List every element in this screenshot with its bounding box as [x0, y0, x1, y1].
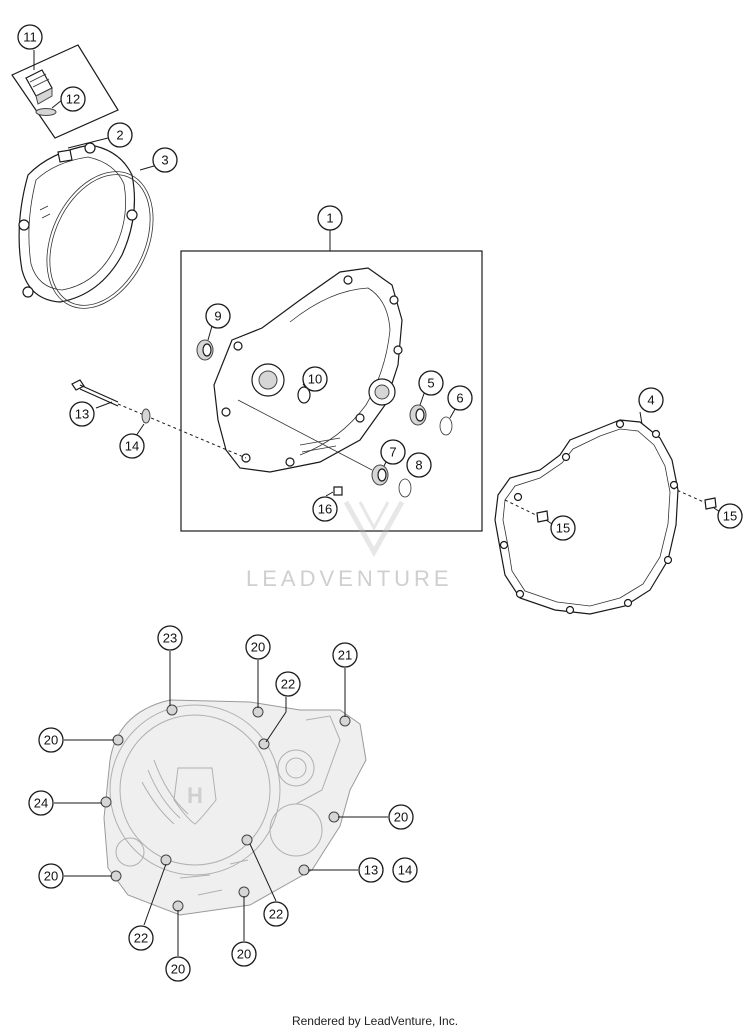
callout-c24: 24	[28, 790, 54, 816]
callout-c20e: 20	[231, 941, 257, 967]
callout-c23: 23	[157, 625, 183, 651]
watermark-text: LEADVENTURE	[246, 566, 453, 591]
callout-label: 14	[125, 439, 139, 454]
callout-label: 7	[389, 445, 396, 460]
callout-c15a: 15	[550, 515, 576, 541]
callout-c20d: 20	[38, 863, 64, 889]
callout-c14b: 14	[392, 857, 418, 883]
callout-label: 2	[116, 128, 123, 143]
assembled-clutch-cover: H	[54, 651, 388, 956]
oil-filler-cap-group	[11, 44, 119, 139]
callout-c8: 8	[406, 452, 432, 478]
callout-label: 22	[281, 677, 295, 692]
outer-cover-gasket	[46, 165, 155, 309]
callout-c9: 9	[205, 303, 231, 329]
callout-label: 20	[44, 733, 58, 748]
callout-label: 15	[723, 509, 737, 524]
callout-c20c: 20	[388, 804, 414, 830]
callout-label: 11	[23, 30, 37, 45]
callout-label: 13	[364, 863, 378, 878]
callout-c1: 1	[317, 205, 343, 231]
callout-label: 3	[161, 153, 168, 168]
callout-c21: 21	[332, 642, 358, 668]
callout-label: 20	[171, 962, 185, 977]
callout-c14a: 14	[119, 433, 145, 459]
callout-label: 9	[214, 309, 221, 324]
bolt-13-washer-14	[71, 379, 247, 459]
callout-label: 4	[647, 393, 654, 408]
callout-c4: 4	[638, 387, 664, 413]
callout-label: 16	[318, 502, 332, 517]
callout-c11: 11	[17, 24, 43, 50]
callout-c22c: 22	[263, 901, 289, 927]
callout-c7: 7	[380, 439, 406, 465]
callout-label: 23	[163, 631, 177, 646]
callout-label: 1	[326, 211, 333, 226]
callout-label: 22	[269, 907, 283, 922]
callout-c6: 6	[447, 385, 473, 411]
callout-label: 24	[34, 796, 48, 811]
callout-c2: 2	[107, 122, 133, 148]
callout-c22a: 22	[275, 671, 301, 697]
callout-c20b: 20	[38, 727, 64, 753]
callout-c20f: 20	[165, 956, 191, 982]
callout-c12: 12	[60, 86, 86, 112]
callout-label: 21	[338, 648, 352, 663]
callout-c22b: 22	[128, 925, 154, 951]
callout-c3: 3	[152, 147, 178, 173]
callout-label: 14	[398, 863, 412, 878]
callout-c5: 5	[418, 370, 444, 396]
outer-clutch-cover	[18, 137, 138, 303]
callout-label: 15	[556, 521, 570, 536]
callout-label: 20	[394, 810, 408, 825]
callout-label: 10	[308, 372, 322, 387]
callout-label: 22	[134, 931, 148, 946]
callout-label: 12	[66, 92, 80, 107]
callout-label: 8	[415, 458, 422, 473]
footer-credit: Rendered by LeadVenture, Inc.	[291, 1014, 459, 1028]
gasket-4	[494, 411, 679, 615]
callout-label: 20	[44, 869, 58, 884]
svg-text:H: H	[187, 783, 203, 808]
callout-label: 20	[251, 640, 265, 655]
dowels-15	[504, 487, 721, 525]
callout-c16: 16	[312, 496, 338, 522]
watermark-logo	[343, 500, 405, 558]
callout-c15b: 15	[717, 503, 743, 529]
callout-label: 6	[456, 391, 463, 406]
callout-c13a: 13	[69, 401, 95, 427]
callout-label: 13	[75, 407, 89, 422]
callout-label: 5	[427, 376, 434, 391]
callout-c10: 10	[302, 366, 328, 392]
callout-c20a: 20	[245, 634, 271, 660]
callout-label: 20	[237, 947, 251, 962]
callout-c13b: 13	[358, 857, 384, 883]
